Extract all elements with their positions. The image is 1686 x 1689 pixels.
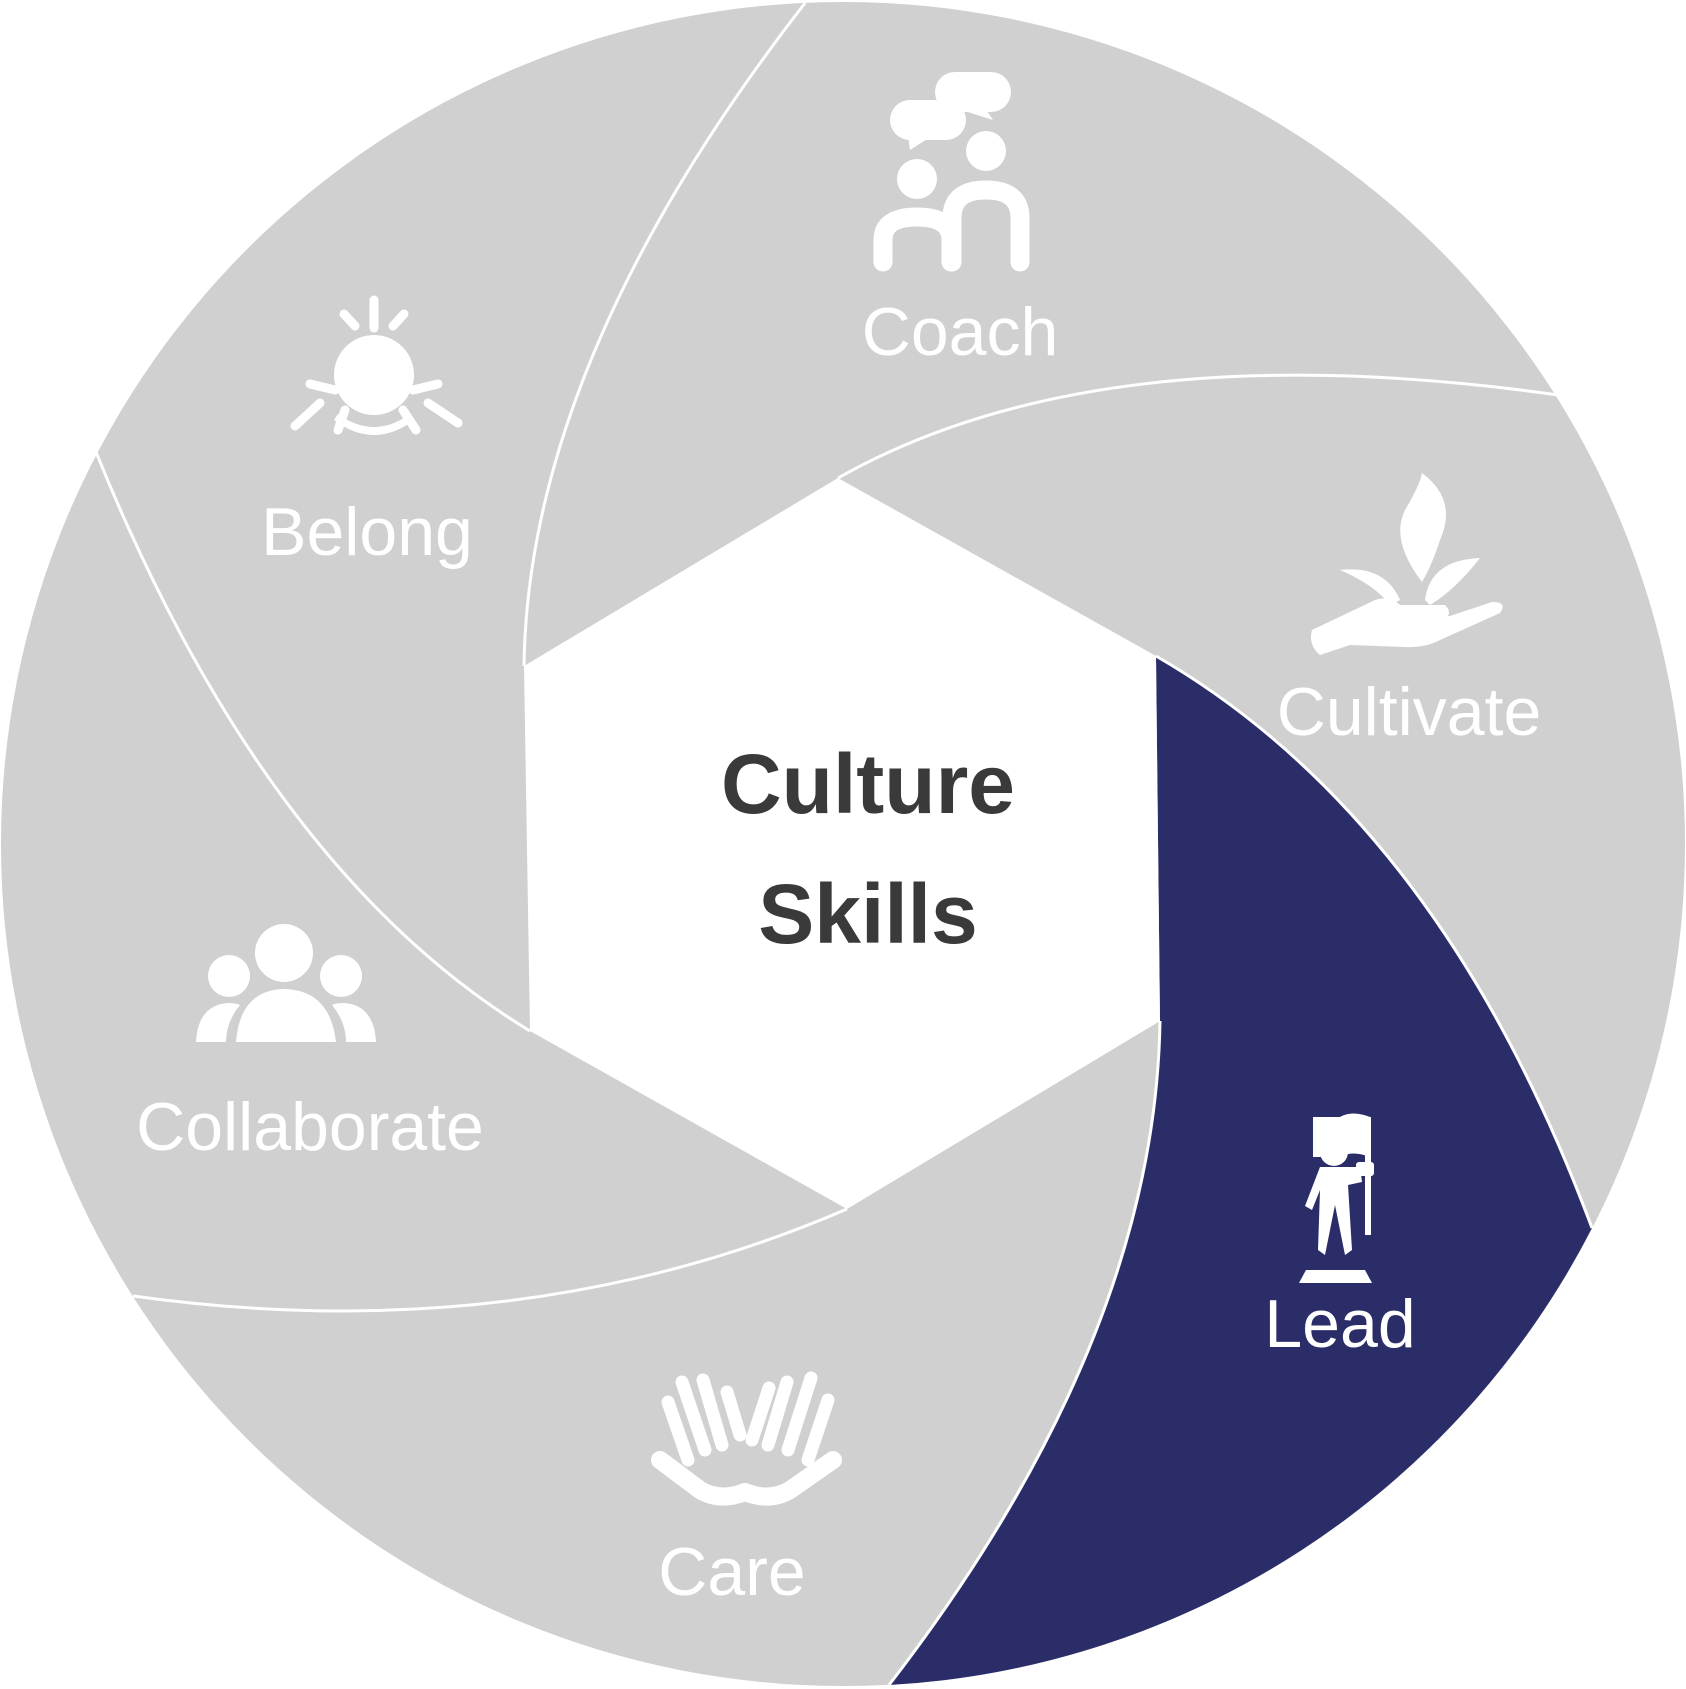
segment-belong[interactable]: Belong <box>261 295 473 570</box>
segment-cultivate-label: Cultivate <box>1277 674 1542 750</box>
segment-belong-label: Belong <box>261 494 473 570</box>
divider-cultivate-lead <box>1155 654 1594 1229</box>
segment-collaborate[interactable]: Collaborate <box>136 924 484 1165</box>
coaching-conversation-icon <box>873 72 1030 272</box>
segment-coach-label: Coach <box>862 294 1059 370</box>
center-hexagon <box>524 478 1160 1209</box>
divider-care-collaborate <box>132 1207 848 1313</box>
segment-lead[interactable]: Lead <box>1264 1113 1416 1363</box>
group-of-people-icon <box>196 924 376 1042</box>
hands-icon <box>651 1371 842 1506</box>
segment-care-label: Care <box>658 1534 805 1610</box>
segment-coach[interactable]: Coach <box>862 72 1059 370</box>
divider-collaborate-belong <box>94 451 531 1033</box>
divider-coach-cultivate <box>837 373 1559 480</box>
center-title-line-2: Skills <box>758 867 977 961</box>
divider-coach-belong <box>522 2 807 667</box>
segment-collaborate-label: Collaborate <box>136 1089 484 1165</box>
connected-person-icon <box>290 295 463 435</box>
divider-lead-care <box>887 1020 1162 1686</box>
center-title-line-1: Culture <box>721 737 1015 831</box>
segment-dividers <box>94 2 1594 1686</box>
segment-care[interactable]: Care <box>651 1371 842 1610</box>
segment-lead-label: Lead <box>1264 1286 1415 1362</box>
person-with-flag-icon <box>1299 1113 1374 1283</box>
hand-with-plant-icon <box>1311 473 1503 655</box>
segment-lead-fill <box>889 656 1592 1685</box>
segment-cultivate[interactable]: Cultivate <box>1277 473 1542 750</box>
